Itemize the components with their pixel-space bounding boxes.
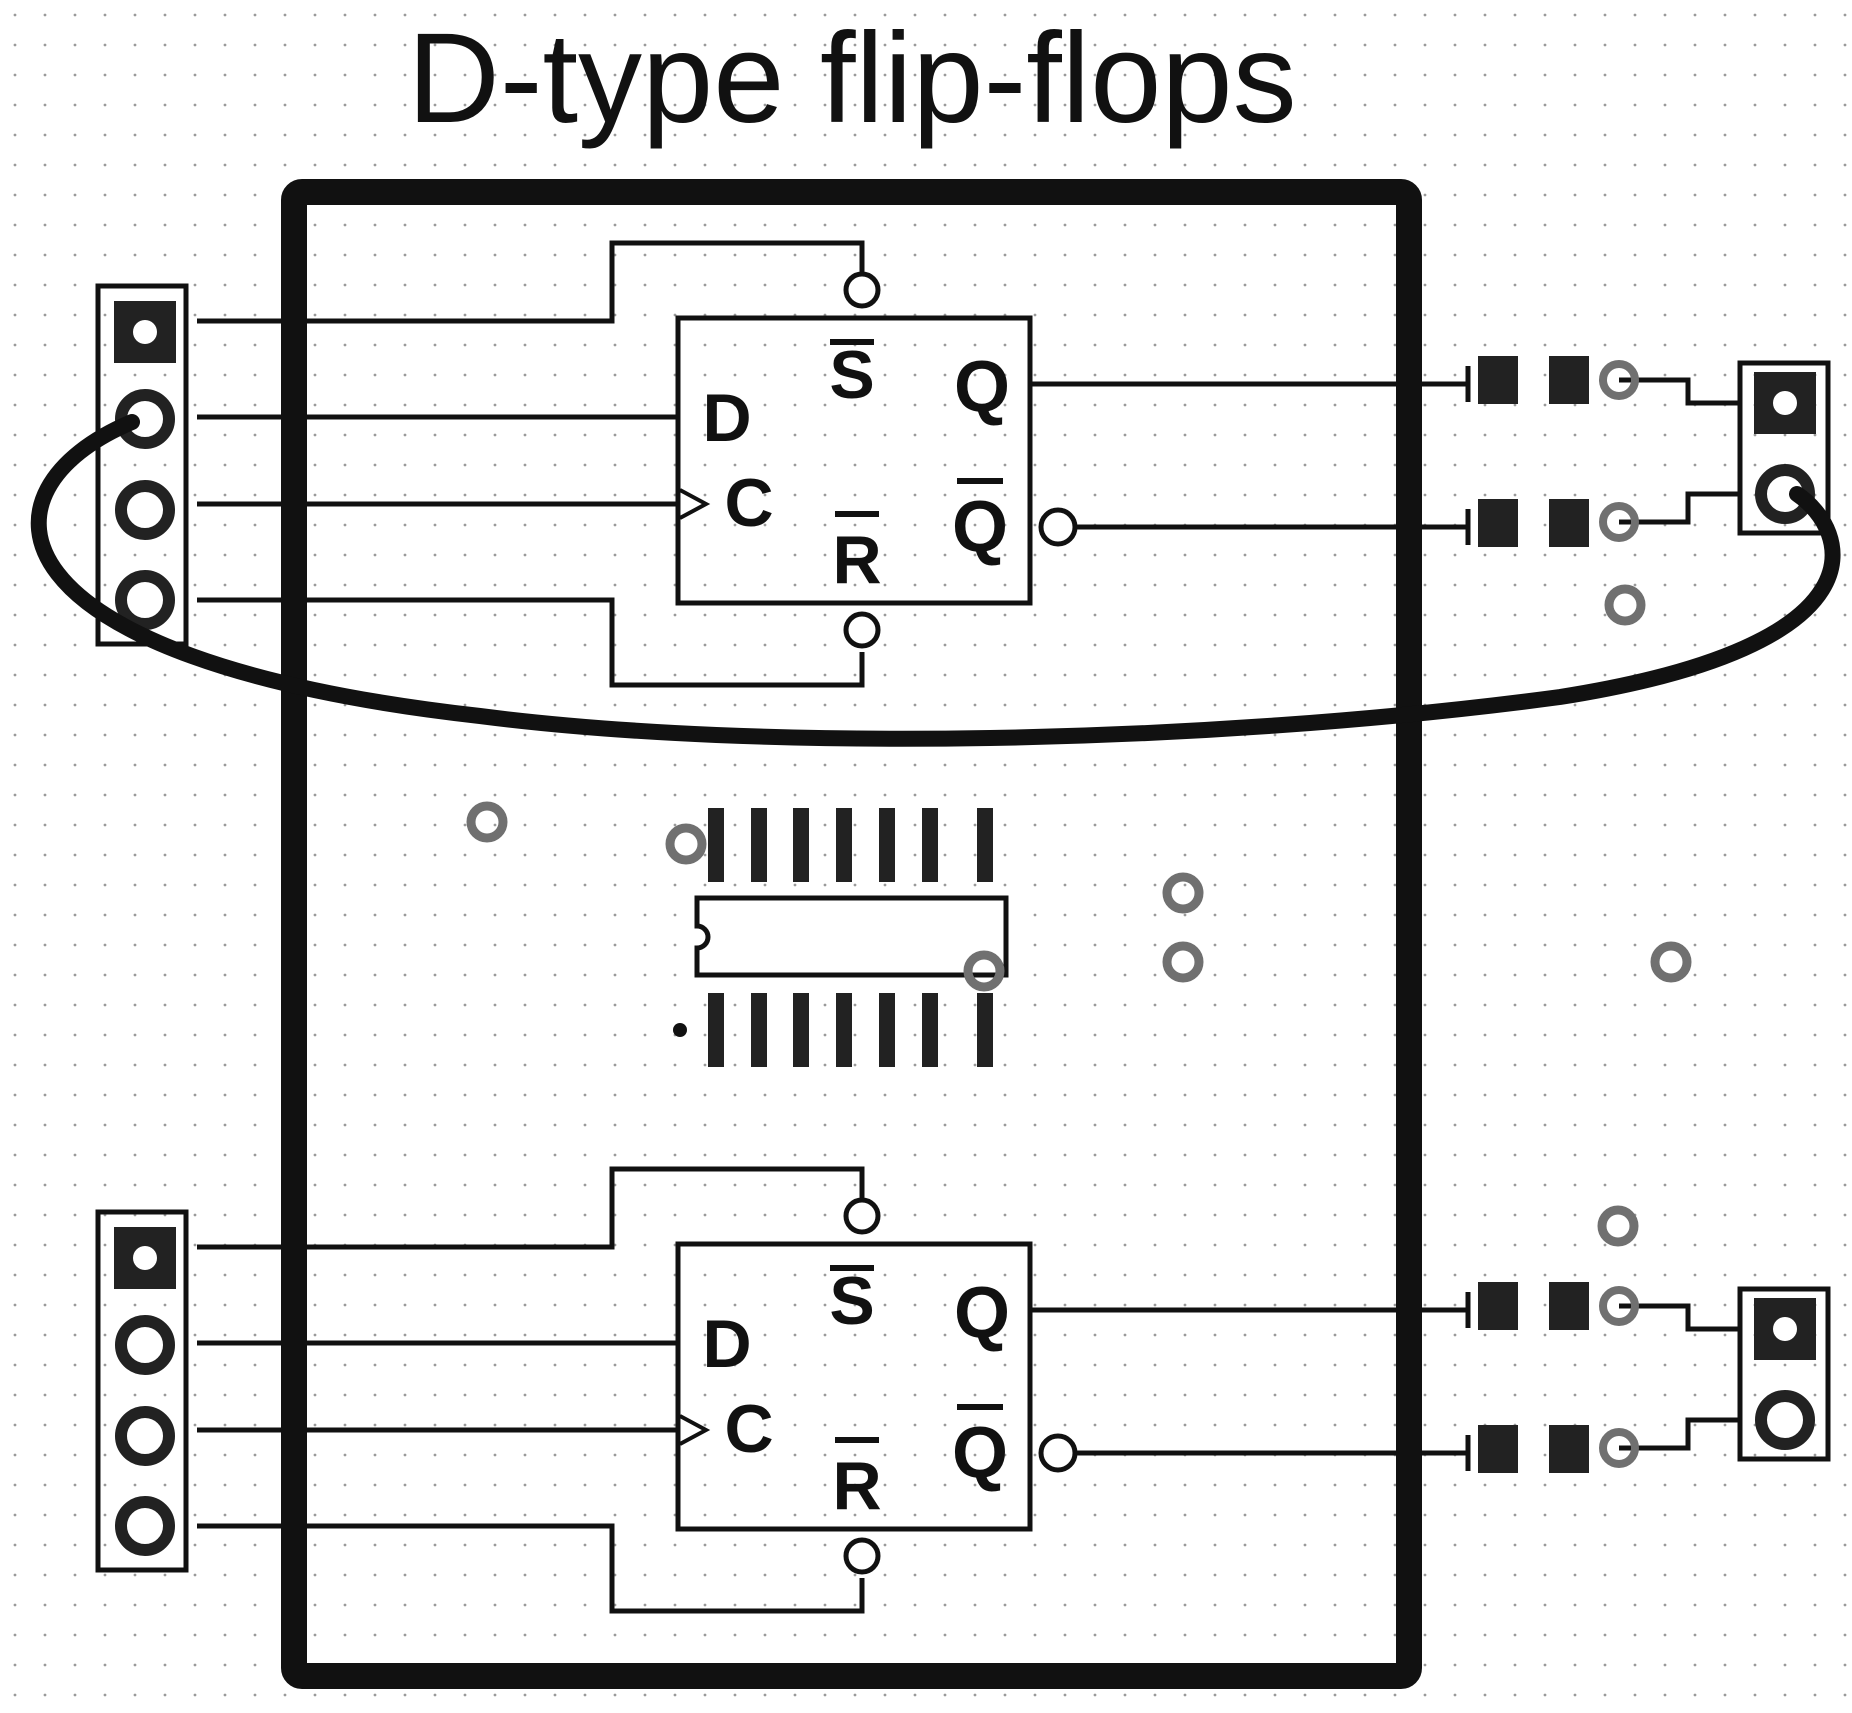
ic-package xyxy=(673,808,1009,1067)
label-d: D xyxy=(702,1306,751,1382)
round-pin-icon xyxy=(115,480,175,540)
via-icon xyxy=(665,823,707,865)
via-icon xyxy=(1650,941,1692,983)
via-icon xyxy=(963,950,1005,992)
pin-hole-icon xyxy=(133,320,157,344)
round-pin-icon xyxy=(115,1315,175,1375)
pin-hole-icon xyxy=(133,1246,157,1270)
flip-flop-stage-top: D C S R Q Q xyxy=(98,243,1828,685)
label-q-bar: Q xyxy=(952,1413,1008,1493)
ic-bottom-pins xyxy=(708,993,993,1067)
label-r-bar: R xyxy=(832,522,881,598)
jumper-wire xyxy=(30,414,1841,747)
label-s-bar: S xyxy=(829,337,874,413)
label-r-bar: R xyxy=(832,1448,881,1524)
board-outline xyxy=(281,179,1422,1689)
pin-hole-icon xyxy=(1773,1317,1797,1341)
label-q: Q xyxy=(954,347,1010,427)
round-pin-icon xyxy=(115,570,175,630)
via-icon xyxy=(1162,941,1204,983)
round-pin-icon xyxy=(115,1406,175,1466)
vias xyxy=(466,584,1692,1247)
label-c: C xyxy=(724,465,773,541)
via-icon xyxy=(466,801,508,843)
via-icon xyxy=(1597,1205,1639,1247)
ic-body xyxy=(694,895,1009,978)
label-s-bar: S xyxy=(829,1263,874,1339)
pin-one-dot xyxy=(673,1023,687,1037)
label-q-bar: Q xyxy=(952,487,1008,567)
round-pin-icon xyxy=(1755,1390,1815,1450)
label-q: Q xyxy=(954,1273,1010,1353)
round-pin-icon xyxy=(115,1496,175,1556)
via-icon xyxy=(1604,584,1646,626)
label-c: C xyxy=(724,1391,773,1467)
flip-flop-stage-bottom: D C S R Q Q xyxy=(98,1169,1828,1611)
ic-top-pins xyxy=(708,808,993,882)
via-icon xyxy=(1162,872,1204,914)
diagram-title: D-type flip-flops xyxy=(407,7,1296,150)
label-d: D xyxy=(702,380,751,456)
pin-hole-icon xyxy=(1773,391,1797,415)
